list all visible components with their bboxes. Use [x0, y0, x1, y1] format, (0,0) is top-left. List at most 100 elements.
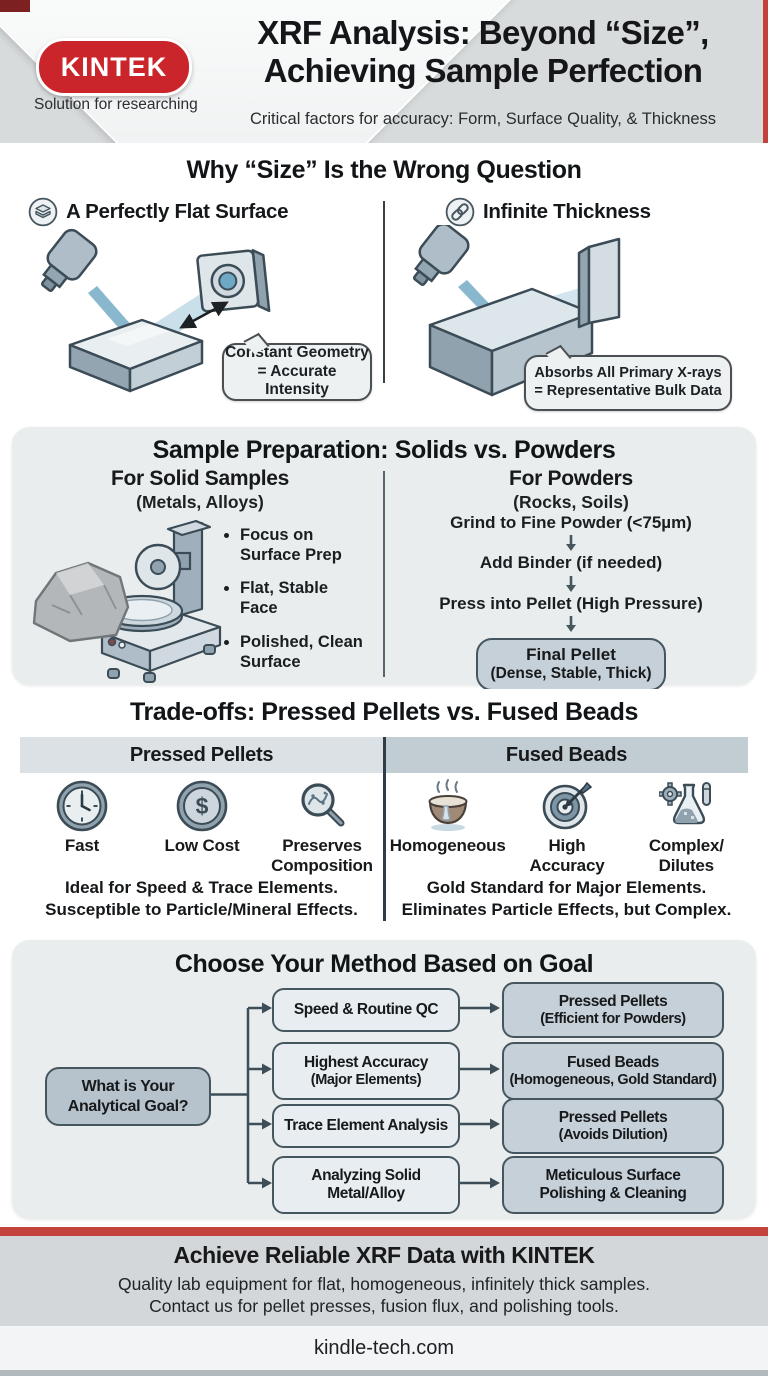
solids-bullet-list: Focus on Surface Prep Flat, Stable Face …: [224, 525, 370, 685]
summary-line: Susceptible to Particle/Mineral Effects.: [45, 899, 358, 919]
kintek-logo: KINTEK: [36, 38, 192, 96]
section-why-size: Why “Size” Is the Wrong Question A Perfe…: [0, 143, 768, 425]
prep-divider: [383, 471, 385, 677]
header-red-edge: [763, 0, 768, 143]
down-arrow-icon: [566, 575, 576, 592]
fused-beads-header: Fused Beads: [385, 737, 748, 773]
infinite-thickness-heading: Infinite Thickness: [445, 197, 651, 227]
link-icon: [445, 197, 475, 227]
result-fused-beads: Fused Beads (Homogeneous, Gold Standard): [502, 1042, 724, 1100]
powder-step: Press into Pellet (High Pressure): [439, 593, 703, 613]
tradeoffs-section-title: Trade-offs: Pressed Pellets vs. Fused Be…: [129, 698, 638, 726]
polisher-machine-illustration: [32, 519, 222, 683]
powder-step: Add Binder (if needed): [479, 553, 663, 573]
flat-surface-illustration: [29, 225, 271, 393]
why-section-title: Why “Size” Is the Wrong Question: [186, 156, 582, 184]
footer-bottom-strip: [0, 1370, 768, 1376]
feature-label: Homogeneous: [389, 836, 506, 855]
prep-section-title: Sample Preparation: Solids vs. Powders: [152, 436, 616, 464]
target-icon: [542, 781, 593, 830]
powder-step: Grind to Fine Powder (<75µm): [450, 513, 692, 532]
feature-label: Low Cost: [164, 836, 240, 855]
branch-sub: (Major Elements): [310, 1071, 422, 1088]
clock-icon: [56, 780, 108, 832]
callout-line: = Accurate Intensity: [257, 362, 337, 399]
section-tradeoffs: Trade-offs: Pressed Pellets vs. Fused Be…: [0, 689, 768, 937]
beads-summary: Gold Standard for Major Elements. Elimin…: [385, 877, 748, 921]
infinite-thickness-heading-label: Infinite Thickness: [483, 200, 651, 223]
result-label: Pressed Pellets: [558, 1108, 668, 1126]
solids-subheading: (Metals, Alloys): [136, 492, 264, 512]
feature-homogeneous: Homogeneous: [389, 779, 507, 875]
solids-bullet: Polished, Clean Surface: [240, 632, 370, 672]
footer-line2: Contact us for pellet presses, fusion fl…: [149, 1296, 619, 1316]
footer-website-bar: kindle-tech.com: [0, 1326, 768, 1370]
branch-highest-accuracy: Highest Accuracy (Major Elements): [272, 1042, 460, 1100]
final-pellet-sub: (Dense, Stable, Thick): [490, 665, 652, 683]
section-sample-preparation: Sample Preparation: Solids vs. Powders F…: [0, 425, 768, 692]
page-title-line2: Achieving Sample Perfection: [263, 51, 703, 89]
feature-label: Complex/ Dilutes: [648, 836, 724, 875]
dollar-coin-icon: $: [176, 780, 228, 832]
infinite-thickness-callout: Absorbs All Primary X-rays = Representat…: [524, 355, 732, 411]
result-sub: (Avoids Dilution): [558, 1126, 668, 1143]
feature-complex-dilutes: Complex/ Dilutes: [627, 779, 745, 875]
flat-surface-heading-label: A Perfectly Flat Surface: [66, 200, 289, 223]
footer-cta: Achieve Reliable XRF Data with KINTEK Qu…: [0, 1236, 768, 1326]
detector-panel-illustration: [577, 237, 621, 329]
feature-label: Preserves Composition: [271, 836, 373, 875]
section-choose-method: Choose Your Method Based on Goal What is…: [0, 937, 768, 1227]
down-arrow-icon: [566, 535, 576, 552]
layers-icon: [28, 197, 58, 227]
powder-flow: Grind to Fine Powder (<75µm) Add Binder …: [398, 513, 744, 692]
analytical-goal-box: What is Your Analytical Goal?: [45, 1067, 211, 1126]
branch-trace-element: Trace Element Analysis: [272, 1104, 460, 1148]
result-sub: (Homogeneous, Gold Standard): [509, 1071, 717, 1088]
result-surface-polishing: Meticulous Surface Polishing & Cleaning: [502, 1156, 724, 1214]
footer-line1: Quality lab equipment for flat, homogene…: [117, 1274, 651, 1294]
flat-surface-callout: Constant Geometry = Accurate Intensity: [222, 343, 372, 401]
website-link[interactable]: kindle-tech.com: [313, 1336, 455, 1359]
page-subtitle: Critical factors for accuracy: Form, Sur…: [249, 110, 717, 128]
flask-gear-icon: [659, 782, 712, 825]
feature-preserves-composition: Preserves Composition: [263, 779, 381, 875]
branch-label: Trace Element Analysis: [284, 1116, 448, 1134]
svg-text:$: $: [196, 793, 209, 819]
powders-heading: For Powders: [509, 467, 633, 490]
distance-arrow: [179, 301, 229, 329]
detector-illustration: [196, 248, 271, 313]
decision-tree-connectors: [207, 1002, 500, 1189]
page-title-line1: XRF Analysis: Beyond “Size”,: [257, 14, 709, 51]
result-label: Meticulous Surface Polishing & Cleaning: [539, 1166, 687, 1202]
branch-label: Speed & Routine QC: [293, 1000, 439, 1018]
choose-section-title: Choose Your Method Based on Goal: [174, 950, 594, 978]
feature-fast: Fast: [23, 779, 141, 875]
down-arrow-icon: [566, 616, 576, 633]
solids-bullet: Focus on Surface Prep: [240, 525, 370, 565]
feature-low-cost: $ Low Cost: [143, 779, 261, 875]
solids-bullet: Flat, Stable Face: [240, 578, 370, 618]
pellets-summary: Ideal for Speed & Trace Elements. Suscep…: [20, 877, 383, 921]
summary-line: Eliminates Particle Effects, but Complex…: [401, 899, 732, 919]
result-label: Pressed Pellets: [558, 992, 668, 1010]
why-divider: [383, 201, 385, 383]
logo-tagline: Solution for researching: [34, 96, 198, 113]
final-pellet-box: Final Pellet (Dense, Stable, Thick): [476, 638, 666, 692]
beads-features: Homogeneous High Accuracy: [388, 779, 746, 875]
summary-line: Ideal for Speed & Trace Elements.: [64, 878, 339, 897]
branch-solid-metal-alloy: Analyzing Solid Metal/Alloy: [272, 1156, 460, 1214]
header: KINTEK Solution for researching XRF Anal…: [0, 0, 768, 143]
footer-red-stripe: [0, 1227, 768, 1236]
callout-line: Absorbs All Primary X-rays: [534, 365, 722, 382]
feature-high-accuracy: High Accuracy: [508, 779, 626, 875]
result-sub: (Efficient for Powders): [540, 1010, 686, 1027]
flat-surface-heading: A Perfectly Flat Surface: [28, 197, 288, 227]
pressed-pellets-header: Pressed Pellets: [20, 737, 383, 773]
page-title: XRF Analysis: Beyond “Size”, Achieving S…: [205, 14, 761, 89]
branch-label: Analyzing Solid Metal/Alloy: [311, 1166, 421, 1202]
infinite-thickness-illustration: [401, 225, 621, 397]
branch-label: Highest Accuracy: [304, 1053, 428, 1071]
powders-subheading: (Rocks, Soils): [513, 492, 629, 512]
feature-label: Fast: [64, 836, 100, 855]
callout-line: = Representative Bulk Data: [534, 383, 722, 399]
